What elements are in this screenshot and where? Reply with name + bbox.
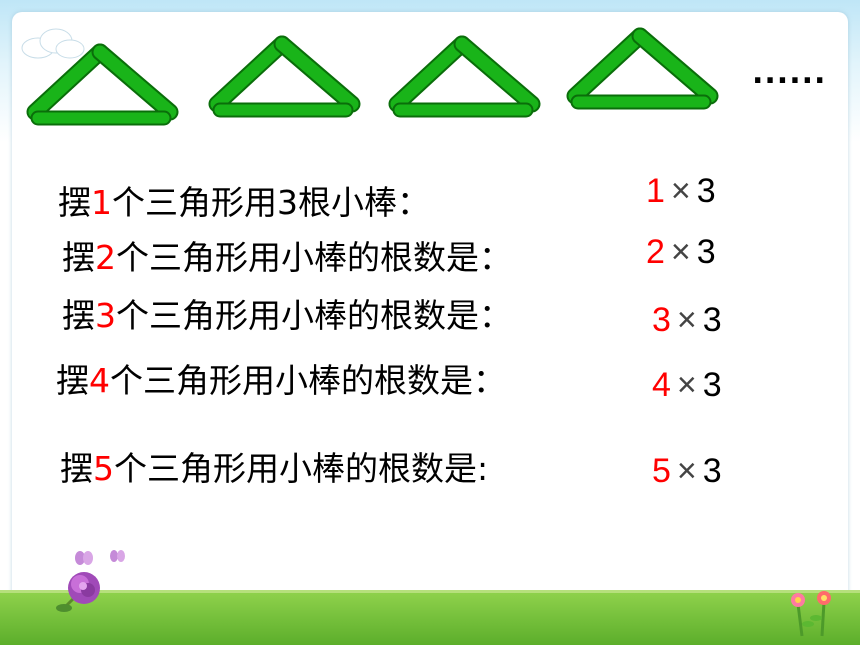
result-expression: 3×3 <box>652 301 722 339</box>
row-label: 摆5个三角形用小棒的根数是: <box>60 449 489 488</box>
rose-icon <box>56 550 125 612</box>
count-number: 4 <box>89 361 110 400</box>
count-number: 5 <box>93 449 114 488</box>
count-number: 3 <box>95 296 116 335</box>
stick-triangle-icon <box>575 36 710 102</box>
row-3: 摆3个三角形用小棒的根数是： 3×3 <box>0 293 860 339</box>
stick-triangle-icon <box>35 52 170 118</box>
count-number: 2 <box>95 238 116 277</box>
result-expression: 5×3 <box>652 452 722 490</box>
result-expression: 2×3 <box>646 233 716 271</box>
butterfly-icon <box>75 550 125 565</box>
result-expression: 4×3 <box>652 366 722 404</box>
cloud-icon <box>21 28 85 59</box>
ellipsis: ...... <box>752 56 827 91</box>
stick-triangles <box>0 0 860 140</box>
small-flowers-icon <box>791 591 831 637</box>
stick-triangle-icon <box>217 44 352 110</box>
row-2: 摆2个三角形用小棒的根数是： 2×3 <box>0 233 860 281</box>
result-expression: 1×3 <box>646 172 716 210</box>
grass-strip <box>0 590 860 645</box>
count-number: 1 <box>91 183 112 222</box>
stick-triangle-icon <box>397 44 532 110</box>
row-label: 摆4个三角形用小棒的根数是： <box>56 361 506 400</box>
row-1: 摆1个三角形用3根小棒： 1×3 <box>0 172 860 226</box>
row-label: 摆2个三角形用小棒的根数是： <box>62 238 512 277</box>
row-4: 摆4个三角形用小棒的根数是： 4×3 <box>0 358 860 404</box>
row-5: 摆5个三角形用小棒的根数是: 5×3 <box>0 446 860 492</box>
row-label: 摆1个三角形用3根小棒： <box>58 183 430 222</box>
row-label: 摆3个三角形用小棒的根数是： <box>62 296 512 335</box>
